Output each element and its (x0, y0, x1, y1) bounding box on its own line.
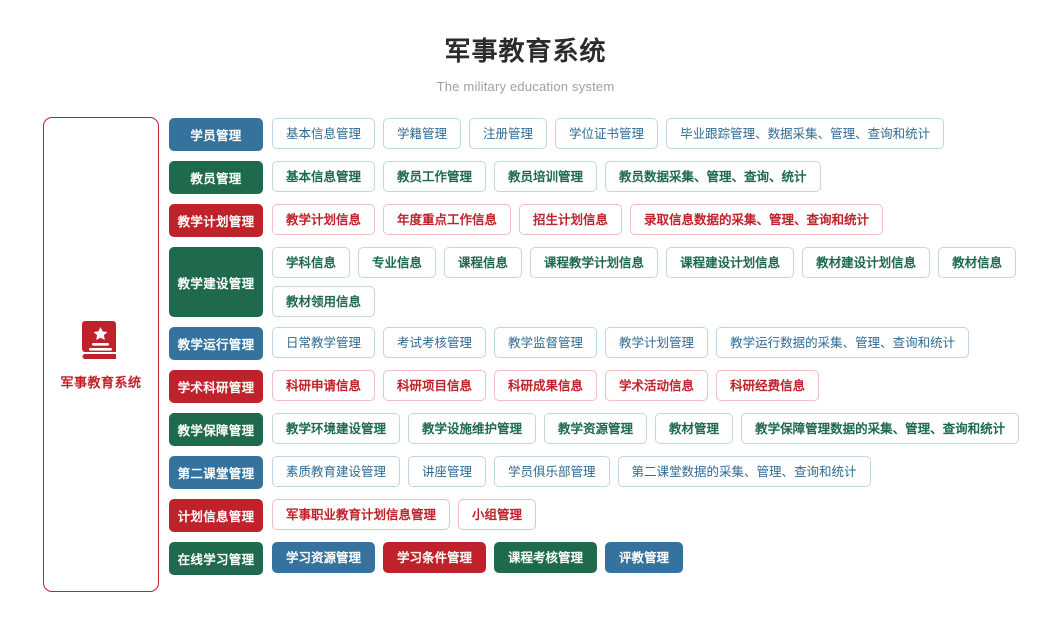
page-header: 军事教育系统 The military education system (0, 0, 1051, 94)
module-item-button[interactable]: 基本信息管理 (272, 118, 376, 150)
tree-row: 学术科研管理科研申请信息科研项目信息科研成果信息学术活动信息科研经费信息 (169, 370, 1051, 404)
module-item-button[interactable]: 讲座管理 (408, 456, 487, 488)
module-group-button[interactable]: 教学计划管理 (169, 204, 263, 238)
module-group-button[interactable]: 教员管理 (169, 161, 263, 195)
module-children: 日常教学管理考试考核管理教学监督管理教学计划管理教学运行数据的采集、管理、查询和… (272, 327, 1051, 360)
tree-row: 教学保障管理教学环境建设管理教学设施维护管理教学资源管理教材管理教学保障管理数据… (169, 413, 1051, 447)
page-subtitle: The military education system (436, 79, 615, 95)
module-children: 教学环境建设管理教学设施维护管理教学资源管理教材管理教学保障管理数据的采集、管理… (272, 413, 1051, 446)
module-group-button[interactable]: 计划信息管理 (169, 499, 263, 533)
module-item-button[interactable]: 教材信息 (938, 247, 1017, 279)
module-children: 教学计划信息年度重点工作信息招生计划信息录取信息数据的采集、管理、查询和统计 (272, 204, 1051, 237)
module-item-button[interactable]: 教学监督管理 (494, 327, 598, 359)
module-children: 军事职业教育计划信息管理小组管理 (272, 499, 1051, 532)
tree-row: 教学运行管理日常教学管理考试考核管理教学监督管理教学计划管理教学运行数据的采集、… (169, 327, 1051, 361)
tree-row: 第二课堂管理素质教育建设管理讲座管理学员俱乐部管理第二课堂数据的采集、管理、查询… (169, 456, 1051, 490)
module-item-button[interactable]: 学籍管理 (383, 118, 462, 150)
module-children: 基本信息管理教员工作管理教员培训管理教员数据采集、管理、查询、统计 (272, 161, 1051, 194)
module-item-button[interactable]: 课程教学计划信息 (530, 247, 659, 279)
module-item-button[interactable]: 教学计划管理 (605, 327, 709, 359)
module-item-button[interactable]: 学科信息 (272, 247, 351, 279)
module-item-button[interactable]: 小组管理 (458, 499, 537, 531)
page-title: 军事教育系统 (444, 36, 607, 66)
module-item-button[interactable]: 课程信息 (444, 247, 523, 279)
module-children: 基本信息管理学籍管理注册管理学位证书管理毕业跟踪管理、数据采集、管理、查询和统计 (272, 118, 1051, 151)
module-group-button[interactable]: 教学运行管理 (169, 327, 263, 361)
sidebar-root-label: 军事教育系统 (60, 375, 142, 391)
page-body: 军事教育系统 学员管理基本信息管理学籍管理注册管理学位证书管理毕业跟踪管理、数据… (0, 94, 1051, 593)
module-item-button[interactable]: 教学设施维护管理 (408, 413, 537, 445)
module-item-button[interactable]: 教员数据采集、管理、查询、统计 (605, 161, 821, 193)
module-item-button[interactable]: 注册管理 (469, 118, 548, 150)
module-item-button[interactable]: 素质教育建设管理 (272, 456, 401, 488)
tree-row: 学员管理基本信息管理学籍管理注册管理学位证书管理毕业跟踪管理、数据采集、管理、查… (169, 118, 1051, 152)
module-item-button[interactable]: 学习资源管理 (272, 542, 376, 574)
module-item-button[interactable]: 录取信息数据的采集、管理、查询和统计 (630, 204, 884, 236)
module-group-button[interactable]: 第二课堂管理 (169, 456, 263, 490)
tree-row: 教员管理基本信息管理教员工作管理教员培训管理教员数据采集、管理、查询、统计 (169, 161, 1051, 195)
tree-row: 教学计划管理教学计划信息年度重点工作信息招生计划信息录取信息数据的采集、管理、查… (169, 204, 1051, 238)
module-item-button[interactable]: 教学保障管理数据的采集、管理、查询和统计 (741, 413, 1020, 445)
module-item-button[interactable]: 教材建设计划信息 (802, 247, 931, 279)
tree-row: 计划信息管理军事职业教育计划信息管理小组管理 (169, 499, 1051, 533)
module-item-button[interactable]: 科研经费信息 (716, 370, 820, 402)
module-item-button[interactable]: 学习条件管理 (383, 542, 487, 574)
module-children: 学习资源管理学习条件管理课程考核管理评教管理 (272, 542, 1051, 575)
module-group-button[interactable]: 教学保障管理 (169, 413, 263, 447)
module-group-button[interactable]: 教学建设管理 (169, 247, 263, 318)
module-item-button[interactable]: 教学环境建设管理 (272, 413, 401, 445)
module-item-button[interactable]: 课程建设计划信息 (666, 247, 795, 279)
module-item-button[interactable]: 科研申请信息 (272, 370, 376, 402)
module-item-button[interactable]: 教学运行数据的采集、管理、查询和统计 (716, 327, 970, 359)
module-item-button[interactable]: 年度重点工作信息 (383, 204, 512, 236)
module-item-button[interactable]: 军事职业教育计划信息管理 (272, 499, 451, 531)
module-group-button[interactable]: 在线学习管理 (169, 542, 263, 576)
module-item-button[interactable]: 教学计划信息 (272, 204, 376, 236)
module-tree: 学员管理基本信息管理学籍管理注册管理学位证书管理毕业跟踪管理、数据采集、管理、查… (169, 117, 1051, 585)
module-children: 学科信息专业信息课程信息课程教学计划信息课程建设计划信息教材建设计划信息教材信息… (272, 247, 1051, 318)
module-group-button[interactable]: 学员管理 (169, 118, 263, 152)
module-item-button[interactable]: 教材管理 (655, 413, 734, 445)
module-item-button[interactable]: 学员俱乐部管理 (494, 456, 610, 488)
module-item-button[interactable]: 招生计划信息 (519, 204, 623, 236)
module-children: 素质教育建设管理讲座管理学员俱乐部管理第二课堂数据的采集、管理、查询和统计 (272, 456, 1051, 489)
module-item-button[interactable]: 专业信息 (358, 247, 437, 279)
module-item-button[interactable]: 教员培训管理 (494, 161, 598, 193)
module-item-button[interactable]: 第二课堂数据的采集、管理、查询和统计 (617, 456, 871, 488)
module-item-button[interactable]: 日常教学管理 (272, 327, 376, 359)
module-group-button[interactable]: 学术科研管理 (169, 370, 263, 404)
tree-row: 教学建设管理学科信息专业信息课程信息课程教学计划信息课程建设计划信息教材建设计划… (169, 247, 1051, 318)
module-children: 科研申请信息科研项目信息科研成果信息学术活动信息科研经费信息 (272, 370, 1051, 403)
module-item-button[interactable]: 毕业跟踪管理、数据采集、管理、查询和统计 (666, 118, 945, 150)
tree-row: 在线学习管理学习资源管理学习条件管理课程考核管理评教管理 (169, 542, 1051, 576)
module-item-button[interactable]: 学位证书管理 (555, 118, 659, 150)
module-item-button[interactable]: 考试考核管理 (383, 327, 487, 359)
module-item-button[interactable]: 学术活动信息 (605, 370, 709, 402)
book-star-icon (79, 318, 123, 364)
sidebar-root-card[interactable]: 军事教育系统 (43, 117, 159, 593)
module-item-button[interactable]: 课程考核管理 (494, 542, 598, 574)
module-item-button[interactable]: 教学资源管理 (544, 413, 648, 445)
module-item-button[interactable]: 评教管理 (605, 542, 684, 574)
module-item-button[interactable]: 教材领用信息 (272, 286, 376, 318)
module-item-button[interactable]: 科研成果信息 (494, 370, 598, 402)
module-item-button[interactable]: 基本信息管理 (272, 161, 376, 193)
module-item-button[interactable]: 科研项目信息 (383, 370, 487, 402)
module-item-button[interactable]: 教员工作管理 (383, 161, 487, 193)
